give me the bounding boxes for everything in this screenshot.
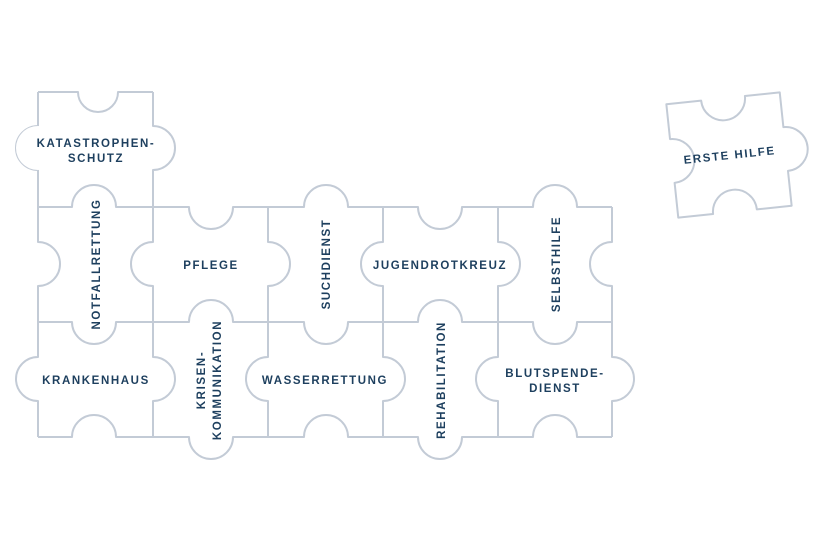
label-selbsthilfe: SELBSTHILFE: [551, 216, 563, 312]
label-notfallrettung: NOTFALLRETTUNG: [91, 199, 103, 330]
label-krisenkommunikation-line1: KRISEN-: [196, 351, 208, 409]
tab-lobe: [16, 126, 60, 170]
piece-edge: [38, 184, 612, 230]
piece-edge: [38, 299, 612, 345]
label-rehabilitation: REHABILITATION: [436, 321, 448, 439]
piece-edge: [152, 92, 176, 207]
piece-labels: KATASTROPHEN- SCHUTZ NOTFALLRETTUNG PFLE…: [37, 138, 777, 440]
label-blutspendedienst-line2: DIENST: [529, 383, 581, 395]
label-katastrophenschutz-line1: KATASTROPHEN-: [37, 138, 156, 150]
piece-edge: [245, 207, 291, 437]
piece-edge: [38, 91, 153, 113]
piece-edge: [38, 414, 612, 460]
label-jugendrotkreuz: JUGENDROTKREUZ: [373, 260, 507, 272]
piece-edge: [130, 207, 176, 437]
label-pflege: PFLEGE: [183, 260, 239, 272]
label-krankenhaus: KRANKENHAUS: [42, 375, 150, 387]
label-suchdienst: SUCHDIENST: [321, 219, 333, 310]
loose-piece-outline: [665, 91, 809, 219]
label-krisenkommunikation-line2: KOMMUNIKATION: [212, 320, 224, 440]
label-blutspendedienst-line1: BLUTSPENDE-: [505, 368, 604, 380]
piece-edge: [475, 207, 521, 437]
piece-edge: [15, 207, 61, 437]
puzzle-grid: [15, 91, 635, 460]
tab-lobes: [16, 126, 60, 170]
piece-edge: [589, 207, 635, 437]
loose-piece-erste-hilfe: [665, 91, 809, 219]
piece-edge: [360, 207, 406, 437]
label-katastrophenschutz-line2: SCHUTZ: [68, 153, 124, 165]
label-wasserrettung: WASSERRETTUNG: [262, 375, 388, 387]
